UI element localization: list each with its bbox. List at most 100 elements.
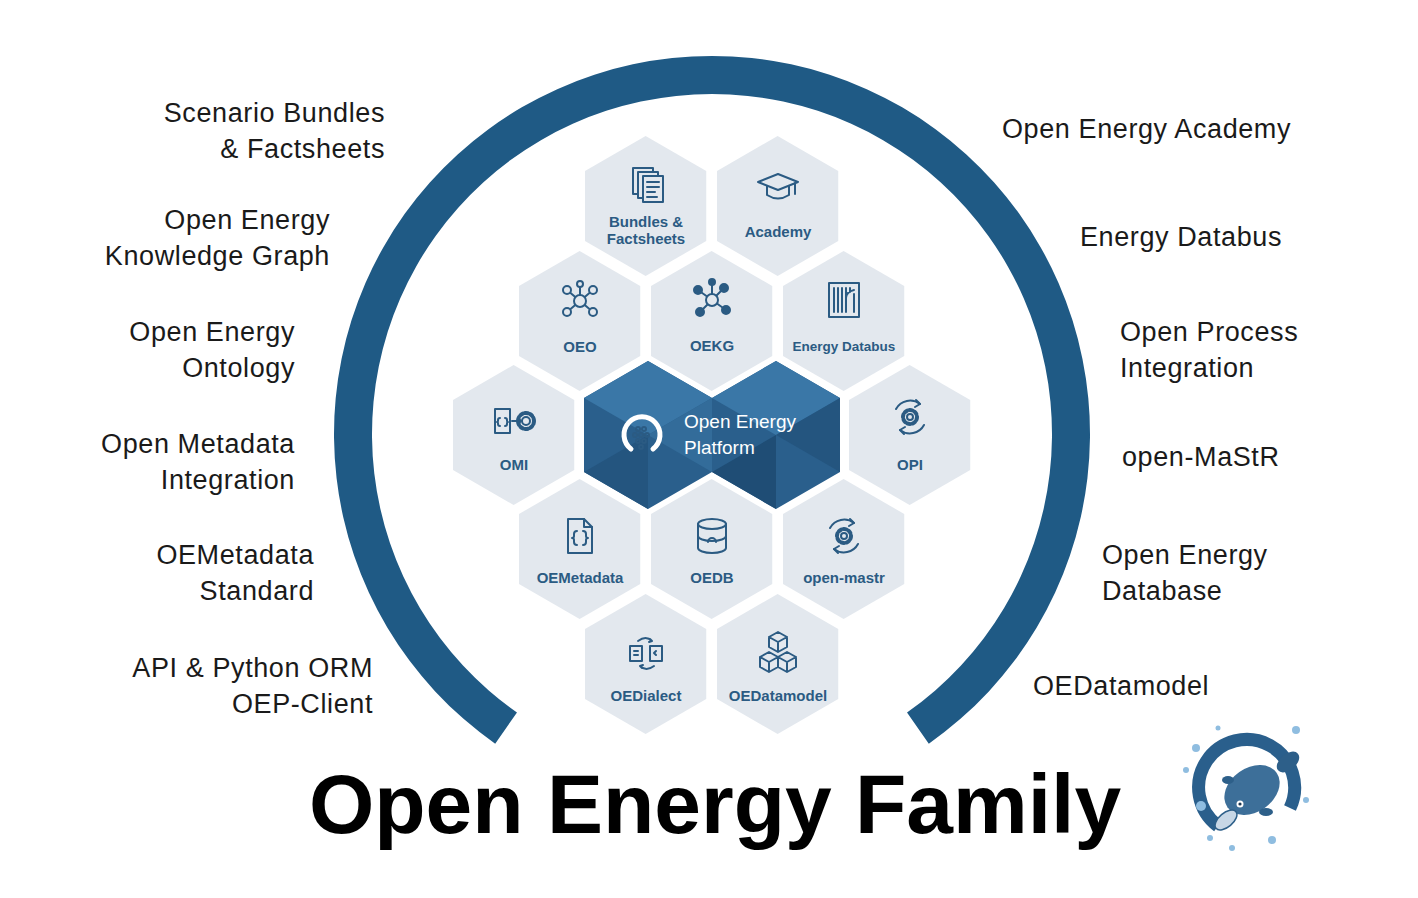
dialect-icon-part	[650, 646, 662, 661]
hexagon-label: OPI	[854, 456, 965, 473]
data-model-icon-part	[778, 652, 796, 672]
label-holder: Energy Databus	[1080, 219, 1380, 255]
data-model-icon-part	[769, 632, 787, 652]
process-cycle-icon-part	[900, 400, 920, 434]
family-arc-band	[334, 56, 1090, 744]
module-name: OEDatamodel	[1033, 668, 1293, 704]
dialect-icon-part	[638, 638, 654, 669]
module-name: Open Energy Knowledge Graph	[70, 202, 330, 274]
mascot-bubbles-part	[1229, 845, 1235, 851]
hexagon-fill	[585, 136, 706, 276]
hexagon-label: Academy	[722, 223, 833, 240]
module-name: open-MaStR	[1122, 439, 1362, 475]
hexagon-fill	[453, 365, 574, 505]
hexagon-shape	[519, 479, 640, 619]
process-cycle-icon	[896, 400, 924, 434]
ontology-icon-part	[577, 281, 583, 287]
hexagon-label: OMI	[458, 456, 569, 473]
databus-icon-part	[829, 283, 859, 317]
module-name: Open Energy Ontology	[95, 314, 295, 386]
metadata-integration-icon-part	[497, 418, 508, 426]
label-holder: OEDatamodel	[1033, 668, 1293, 704]
module-hexagon: Bundles & Factsheets	[585, 136, 706, 276]
documents-icon-part	[643, 176, 663, 202]
hexagon-fill	[849, 365, 970, 505]
database-icon	[698, 519, 726, 553]
metadata-integration-icon	[495, 409, 534, 433]
knowledge-graph-icon-part	[720, 284, 728, 292]
knowledge-graph-icon	[694, 279, 730, 316]
mascot-bubbles-part	[1183, 767, 1189, 773]
databus-icon	[829, 283, 859, 317]
json-document-icon	[568, 519, 592, 553]
family-arc	[334, 56, 1090, 744]
platform-logo-part-part	[642, 439, 646, 443]
ontology-icon-part	[574, 295, 586, 307]
mascot-bubbles-part	[1216, 726, 1221, 731]
mascot-bubbles-part	[1192, 744, 1200, 752]
hexagon-fill	[783, 479, 904, 619]
database-icon-part	[698, 524, 726, 553]
platform-logo-part-part	[633, 433, 637, 437]
mascot-bubbles-part	[1207, 835, 1213, 841]
hexagon-label: OEDatamodel	[722, 687, 833, 704]
platform-logo	[624, 417, 660, 449]
label-holder: API & Python ORM OEP-Client	[113, 650, 373, 722]
documents-icon-part	[647, 182, 659, 197]
hexagon-fill	[519, 479, 640, 619]
metadata-integration-icon-part	[522, 417, 530, 425]
ontology-icon-part	[589, 308, 597, 316]
ontology-icon-part	[567, 284, 593, 312]
graduation-cap-icon-part	[767, 186, 789, 199]
documents-icon-part	[638, 172, 658, 198]
metadata-integration-icon-part	[518, 413, 534, 429]
module-hexagon: OEKG	[651, 251, 772, 391]
hexagon-label: OEO	[524, 338, 635, 355]
mascot-foot	[1222, 776, 1234, 784]
platform-logo-part	[624, 417, 660, 449]
module-hexagon: OEDialect	[585, 594, 706, 734]
module-hexagon: OEDB	[651, 479, 772, 619]
mascot-bubbles-part	[1303, 797, 1309, 803]
knowledge-graph-icon-part	[722, 306, 730, 314]
hexagon-shape	[849, 365, 970, 505]
hexagon-label: open-mastr	[788, 569, 899, 586]
process-cycle-icon-part	[830, 520, 858, 553]
platform-logo-part-part	[636, 439, 640, 443]
mascot-bubbles-part	[1196, 801, 1206, 811]
module-name: Open Energy Database	[1102, 537, 1342, 609]
hexagon-fill	[717, 136, 838, 276]
process-cycle-icon-part	[896, 401, 924, 434]
ontology-icon	[563, 281, 597, 316]
hexagon-shape	[717, 594, 838, 734]
label-holder: Open Metadata Integration	[85, 426, 295, 498]
module-name: Open Metadata Integration	[85, 426, 295, 498]
module-hexagon: Academy	[717, 136, 838, 276]
hexagon-shape	[783, 479, 904, 619]
documents-icon-part	[633, 168, 653, 194]
metadata-integration-icon-part	[512, 418, 521, 424]
mascot-bubbles	[1183, 726, 1309, 852]
knowledge-graph-icon-part	[698, 282, 726, 312]
knowledge-graph-icon-part	[706, 294, 718, 306]
mascot-bill	[1212, 806, 1241, 833]
platform-logo-part-part	[645, 433, 649, 437]
graduation-cap-icon-part	[758, 174, 798, 190]
metadata-integration-icon-part	[495, 409, 510, 433]
hexagon-shape	[519, 251, 640, 391]
platform-logo-part-part	[642, 427, 646, 431]
hexagon-fill	[783, 251, 904, 391]
mascot-pupil	[1238, 802, 1241, 805]
hexagon-fill	[717, 594, 838, 734]
label-holder: OEMetadata Standard	[114, 537, 314, 609]
graduation-cap-icon-part	[794, 183, 796, 194]
platform-logo-part-part	[636, 427, 640, 431]
module-hexagon: OPI	[849, 365, 970, 505]
module-name: Scenario Bundles & Factsheets	[153, 95, 385, 167]
knowledge-graph-icon-part	[696, 308, 704, 316]
mascot-tail	[1273, 748, 1303, 777]
hexagon-label: Bundles & Factsheets	[590, 213, 701, 248]
dialect-icon-part	[630, 646, 642, 661]
json-document-icon-part	[568, 519, 592, 553]
hexagon-fill	[585, 594, 706, 734]
